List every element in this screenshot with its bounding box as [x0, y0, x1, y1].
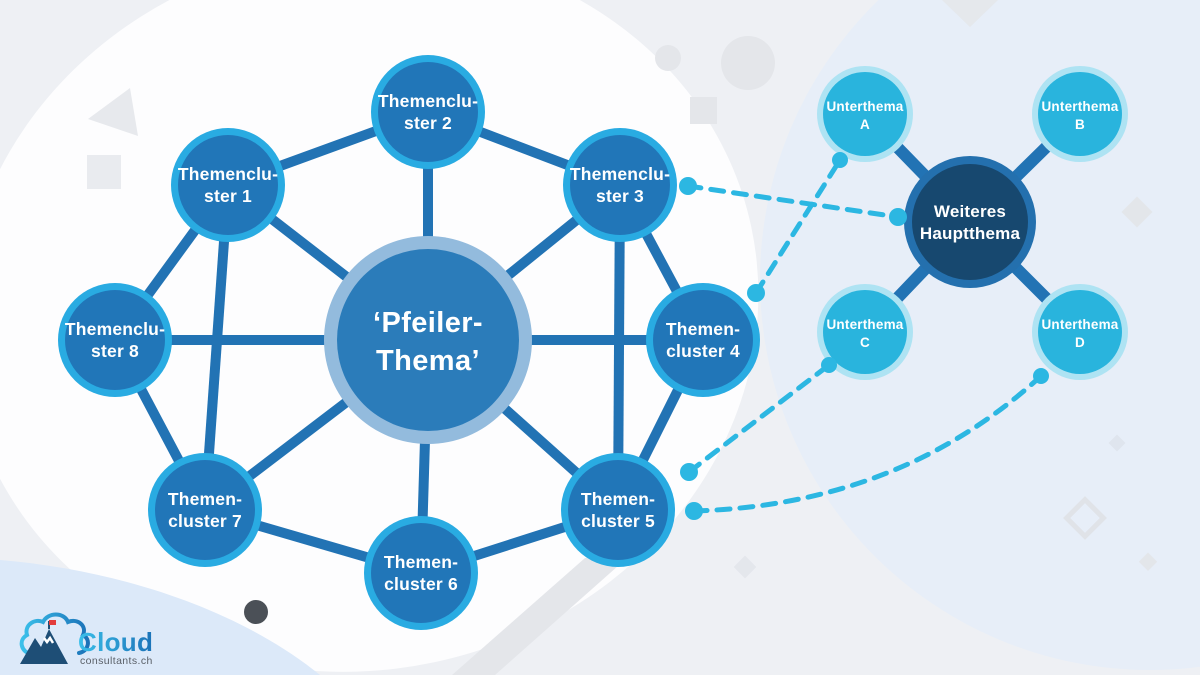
node-label-line1: Themen-: [581, 489, 655, 509]
hub-label-line1: Weiteres: [934, 202, 1006, 221]
node-unterthema-b: Unterthema B: [1032, 66, 1128, 162]
node-themencluster-6: Themen- cluster 6: [364, 516, 478, 630]
node-label-line1: Themen-: [666, 319, 740, 339]
sub-label-line2: A: [860, 117, 870, 132]
dash-dot-hub: [889, 208, 907, 226]
sub-label-line2: D: [1075, 335, 1085, 350]
sub-label-line1: Unterthema: [826, 317, 903, 332]
node-unterthema-a: Unterthema A: [817, 66, 913, 162]
decor-diamond-bottom: [733, 555, 757, 579]
dash-dot-cluster4: [747, 284, 765, 302]
center-label-line2: Thema’: [376, 345, 480, 377]
node-label-line1: Themenclu-: [65, 319, 165, 339]
node-weiteres-hauptthema: Weiteres Hauptthema: [904, 156, 1036, 288]
node-themencluster-1: Themenclu- ster 1: [171, 128, 285, 242]
node-label-line2: cluster 7: [168, 511, 242, 531]
node-themencluster-4: Themen- cluster 4: [646, 283, 760, 397]
dash-dot-subtopic-c: [821, 357, 837, 373]
node-body: [378, 62, 478, 162]
logo-brand-text: Cloud: [78, 627, 153, 657]
node-body: [570, 135, 670, 235]
node-pfeiler-thema: ‘Pfeiler- Thema’: [324, 236, 532, 444]
sub-label-line2: B: [1075, 117, 1085, 132]
node-body: [155, 460, 255, 560]
node-label-line2: cluster 4: [666, 341, 740, 361]
decor-diamond-small: [1138, 552, 1158, 571]
dashed-cluster5-to-subtopic-c: [686, 362, 832, 475]
node-body: [1038, 290, 1122, 374]
node-label-line2: ster 8: [91, 341, 139, 361]
node-themencluster-8: Themenclu- ster 8: [58, 283, 172, 397]
dashed-connectors: [685, 157, 1044, 514]
decor-circle-large: [721, 36, 775, 90]
decor-triangle-down: [942, 0, 998, 27]
node-body: [1038, 72, 1122, 156]
logo-domain-text: consultants.ch: [80, 655, 153, 667]
node-label-line2: ster 3: [596, 186, 644, 206]
sub-label-line1: Unterthema: [826, 99, 903, 114]
decor-dark-dot: [244, 600, 268, 624]
decor-diamond-outline: [1063, 496, 1107, 540]
hub-label-line2: Hauptthema: [920, 224, 1021, 243]
node-label-line2: cluster 5: [581, 511, 655, 531]
node-body: [371, 523, 471, 623]
sub-label-line1: Unterthema: [1041, 99, 1118, 114]
node-body: [653, 290, 753, 390]
node-body: [65, 290, 165, 390]
node-label-line1: Themenclu-: [378, 91, 478, 111]
background-bottom-left-band: [0, 560, 320, 675]
dash-dot-cluster3: [679, 177, 697, 195]
node-themencluster-7: Themen- cluster 7: [148, 453, 262, 567]
node-themencluster-5: Themen- cluster 5: [561, 453, 675, 567]
decor-diagonal-stripe: [452, 558, 627, 675]
dashed-cluster5-to-subtopic-d: [691, 373, 1044, 514]
dash-dot-cluster5-upper: [680, 463, 698, 481]
node-body: [823, 290, 907, 374]
node-body: [337, 249, 519, 431]
center-label-line1: ‘Pfeiler-: [373, 307, 483, 339]
node-themencluster-2: Themenclu- ster 2: [371, 55, 485, 169]
dashed-endpoint-dots: [679, 152, 1049, 520]
node-label-line2: cluster 6: [384, 574, 458, 594]
dash-dot-subtopic-a: [832, 152, 848, 168]
decor-square-mid: [690, 97, 717, 124]
node-label-line1: Themen-: [384, 552, 458, 572]
node-body: [912, 164, 1028, 280]
node-label-line1: Themenclu-: [570, 164, 670, 184]
logo-cloudconsultants: Cloud consultants.ch: [19, 612, 153, 667]
decor-circle-small: [655, 45, 681, 71]
node-label-line1: Themenclu-: [178, 164, 278, 184]
node-body: [568, 460, 668, 560]
sub-label-line1: Unterthema: [1041, 317, 1118, 332]
node-label-line2: ster 1: [204, 186, 252, 206]
dashed-cluster3-to-hub: [685, 183, 901, 220]
node-body: [178, 135, 278, 235]
logo-cloud-mountain-icon: [19, 612, 90, 664]
node-label-line2: ster 2: [404, 113, 452, 133]
dash-dot-cluster5-lower: [685, 502, 703, 520]
node-themencluster-3: Themenclu- ster 3: [563, 128, 677, 242]
sub-label-line2: C: [860, 335, 870, 350]
node-unterthema-c: Unterthema C: [817, 284, 913, 380]
node-unterthema-d: Unterthema D: [1032, 284, 1128, 380]
node-label-line1: Themen-: [168, 489, 242, 509]
dash-dot-subtopic-d: [1033, 368, 1049, 384]
decor-triangle-icon: [88, 88, 138, 136]
decor-shapes: [87, 0, 1158, 624]
node-body: [823, 72, 907, 156]
decor-square-icon: [87, 155, 121, 189]
dashed-cluster4-to-subtopic-a: [753, 157, 843, 296]
